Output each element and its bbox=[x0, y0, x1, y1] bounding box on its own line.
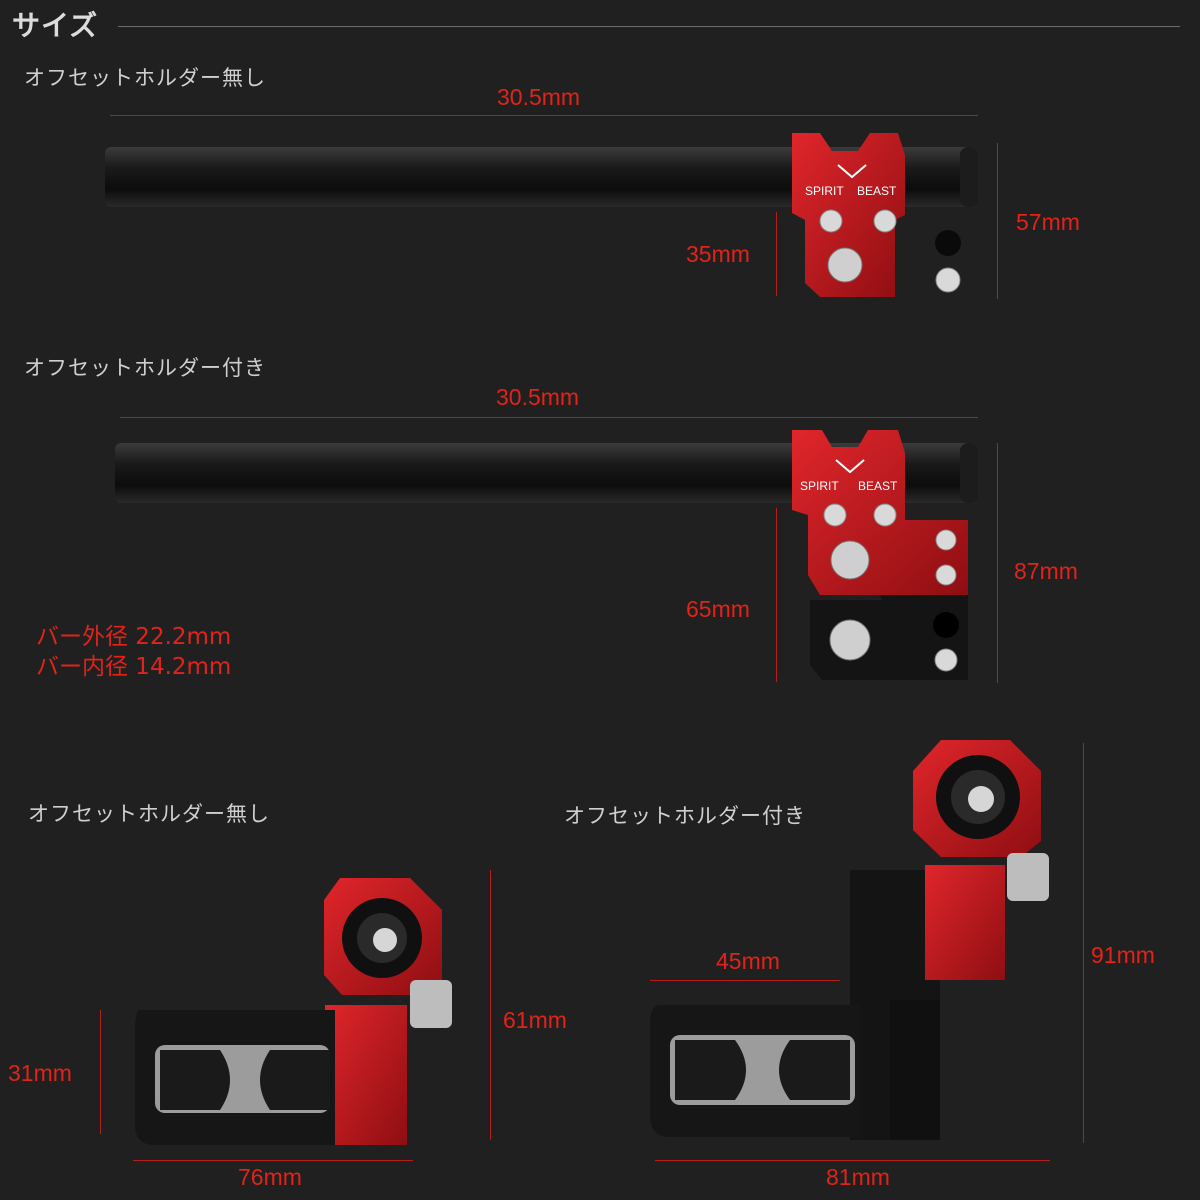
mount-hole bbox=[933, 612, 959, 638]
dim-line-top-with-height bbox=[997, 443, 998, 683]
dim-side-with-width: 81mm bbox=[826, 1164, 890, 1190]
side-plate bbox=[325, 1005, 407, 1145]
logo-text-spirit: SPIRIT bbox=[800, 479, 839, 493]
dim-line-side-with-width bbox=[655, 1160, 1050, 1161]
pivot-bolt bbox=[1007, 853, 1049, 901]
caption-top-with: オフセットホルダー付き bbox=[24, 356, 266, 380]
dim-line-top-with-length bbox=[120, 417, 978, 418]
bolt-icon bbox=[873, 503, 897, 527]
spec-outer-diameter: バー外径 22.2mm bbox=[36, 624, 232, 650]
bolt-icon bbox=[935, 267, 961, 293]
bolt-icon bbox=[373, 928, 397, 952]
dim-line-top-with-offset bbox=[776, 508, 777, 682]
logo-text-beast: BEAST bbox=[857, 184, 897, 198]
bolt-icon bbox=[968, 786, 994, 812]
dim-top-with-offset: 65mm bbox=[686, 596, 750, 622]
dim-line-top-without-offset bbox=[776, 212, 777, 296]
caption-side-without: オフセットホルダー無し bbox=[28, 802, 270, 826]
dim-top-without-height: 57mm bbox=[1016, 209, 1080, 235]
clip-on-handlebar-top-with: SPIRIT BEAST bbox=[115, 430, 978, 680]
dim-line-side-without-clamp bbox=[100, 1010, 101, 1134]
side-plate bbox=[925, 865, 1005, 980]
dim-side-with-height: 91mm bbox=[1091, 942, 1155, 968]
bolt-icon bbox=[873, 209, 897, 233]
dim-side-without-clamp: 31mm bbox=[8, 1060, 72, 1086]
dim-side-with-offset: 45mm bbox=[716, 948, 780, 974]
spec-inner-diameter: バー内径 14.2mm bbox=[36, 654, 232, 680]
caption-side-with: オフセットホルダー付き bbox=[564, 804, 806, 828]
logo-text-beast: BEAST bbox=[858, 479, 898, 493]
section-title: サイズ bbox=[12, 9, 99, 42]
clip-on-side-with bbox=[650, 740, 1049, 1140]
bolt-icon bbox=[830, 540, 870, 580]
header-divider bbox=[118, 26, 1180, 27]
handlebar-tube bbox=[105, 147, 975, 207]
mount-hole bbox=[935, 230, 961, 256]
dim-side-without-height: 61mm bbox=[503, 1007, 567, 1033]
dim-line-side-without-height bbox=[490, 870, 491, 1140]
logo-icon bbox=[837, 164, 867, 179]
dim-line-side-with-height bbox=[1083, 743, 1084, 1143]
bolt-icon bbox=[823, 503, 847, 527]
bolt-icon bbox=[935, 564, 957, 586]
bolt-icon bbox=[827, 247, 863, 283]
dim-top-without-offset: 35mm bbox=[686, 241, 750, 267]
clamp-body bbox=[792, 133, 905, 297]
dim-top-with-length: 30.5mm bbox=[496, 384, 580, 410]
dim-line-top-without-height bbox=[997, 143, 998, 299]
dim-line-side-without-width bbox=[133, 1160, 413, 1161]
dim-side-without-width: 76mm bbox=[238, 1164, 302, 1190]
clip-on-side-without bbox=[135, 878, 452, 1145]
dim-top-without-length: 30.5mm bbox=[497, 84, 581, 110]
logo-icon bbox=[835, 459, 865, 474]
logo-text-spirit: SPIRIT bbox=[805, 184, 844, 198]
dim-top-with-height: 87mm bbox=[1014, 558, 1078, 584]
dim-line-top-without-length bbox=[110, 115, 978, 116]
caption-top-without: オフセットホルダー無し bbox=[24, 66, 266, 90]
bolt-icon bbox=[829, 619, 871, 661]
dim-line-side-with-offset bbox=[650, 980, 840, 981]
pivot-bolt bbox=[410, 980, 452, 1028]
bolt-icon bbox=[819, 209, 843, 233]
bolt-icon bbox=[934, 648, 958, 672]
bolt-icon bbox=[935, 529, 957, 551]
handlebar-tube bbox=[115, 443, 975, 503]
clip-on-handlebar-top-without: SPIRIT BEAST bbox=[105, 133, 978, 297]
